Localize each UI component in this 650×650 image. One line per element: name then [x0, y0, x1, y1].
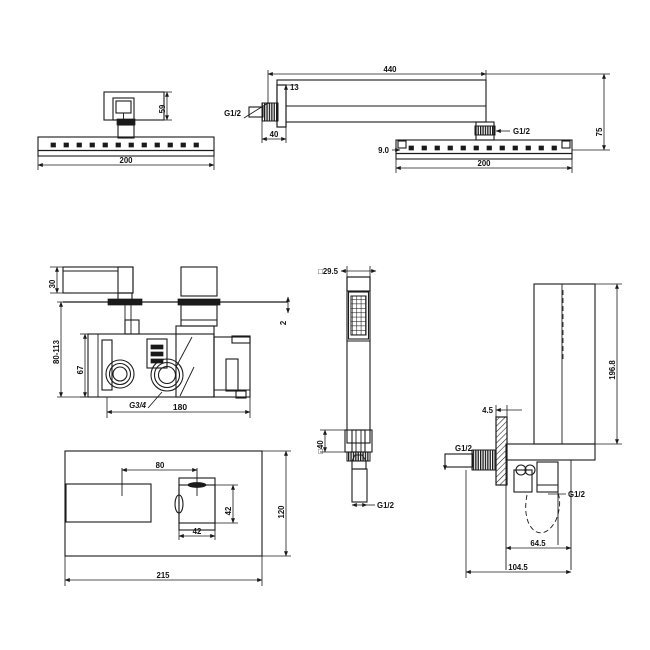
dimension-valve-180: 180	[106, 397, 251, 418]
dim-label-arm-g12-out: G1/2	[513, 127, 531, 136]
dimension-valve-67: 67	[76, 333, 92, 398]
dimension-arm-40: 40	[261, 121, 287, 143]
dimension-outlet-104-5: 104.5	[465, 470, 572, 578]
dimension-arm-g12-out: G1/2	[495, 127, 531, 136]
dimension-head-side-200: 200	[37, 156, 215, 170]
view-handset: □29.5 □40 G1/2	[316, 266, 395, 510]
dim-label-arm-g12-in: G1/2	[224, 109, 242, 118]
dim-label-handset-40: □40	[316, 440, 325, 454]
dim-label-outlet-64-5: 64.5	[530, 539, 546, 548]
dimension-arm-g12-in: G1/2	[224, 102, 269, 119]
dim-label-handset-g12: G1/2	[377, 501, 395, 510]
dimension-outlet-64-5: 64.5	[505, 539, 572, 550]
dimension-valve-g34: G3/4	[129, 391, 163, 410]
dimension-handset-29-5: □29.5	[318, 266, 377, 277]
dimension-plate-215: 215	[64, 556, 263, 586]
dimension-outlet-g12-hose: G1/2	[548, 490, 586, 499]
dimension-outlet-196-8: 196.8	[595, 283, 622, 445]
dim-label-arm-440: 440	[383, 65, 397, 74]
view-shower-head-side: 59 200	[37, 91, 215, 170]
dimension-plate-80: 80	[121, 461, 198, 472]
dim-label-outlet-g12-wall: G1/2	[455, 444, 473, 453]
dim-label-valve-g34: G3/4	[129, 401, 147, 410]
view-mixer-valve: 30 80-113 67 2 G3/4	[48, 266, 290, 418]
dim-label-outlet-196-8: 196.8	[608, 360, 617, 380]
dim-label-arm-head-200: 200	[477, 159, 491, 168]
dim-label-arm-13: 13	[290, 83, 299, 92]
dim-label-valve-67: 67	[76, 366, 85, 375]
dim-label-valve-30: 30	[48, 279, 57, 288]
nozzle-row	[50, 142, 199, 148]
view-face-plate: 80 42 42 120 215	[64, 450, 291, 586]
dim-label-head-200: 200	[119, 156, 133, 165]
dim-label-plate-42-v: 42	[224, 506, 233, 515]
dimension-arm-9: 9.0	[378, 146, 401, 155]
dimension-valve-2: 2	[279, 296, 290, 325]
dim-label-valve-180: 180	[173, 402, 187, 412]
dim-label-arm-40: 40	[270, 130, 279, 139]
dim-label-plate-215: 215	[156, 571, 170, 580]
dim-label-plate-42-h: 42	[193, 527, 202, 536]
dimension-plate-120: 120	[262, 450, 291, 557]
dimension-outlet-4-5: 4.5	[482, 405, 522, 417]
dim-label-valve-80-113: 80-113	[52, 339, 61, 364]
dim-label-outlet-4-5: 4.5	[482, 406, 494, 415]
dimension-handset-g12: G1/2	[351, 501, 395, 510]
dimension-handset-40: □40	[316, 429, 347, 454]
dimension-arm-13: 13	[277, 83, 299, 97]
dim-label-outlet-104-5: 104.5	[508, 563, 528, 572]
dim-label-plate-120: 120	[277, 505, 286, 519]
dimension-arm-440: 440	[267, 65, 487, 122]
dim-label-plate-80: 80	[156, 461, 165, 470]
dimension-head-side-59: 59	[134, 91, 172, 121]
dim-label-arm-75: 75	[595, 127, 604, 136]
dimension-valve-80-113: 80-113	[52, 301, 88, 398]
dimension-valve-30: 30	[48, 266, 70, 294]
view-wall-arm-head: 440 13 40 G1/2 G1/2 75	[224, 65, 610, 173]
view-wall-outlet-holder: 196.8 4.5 G1/2 G1/2 64.5 104.5	[443, 283, 622, 578]
dimension-plate-42-h: 42	[178, 523, 216, 540]
nozzle-row-2	[408, 145, 557, 151]
dim-label-handset-29-5: □29.5	[318, 267, 339, 276]
dimension-outlet-g12-wall: G1/2	[443, 444, 473, 471]
dim-label-head-59: 59	[158, 104, 167, 113]
dimension-arm-75: 75	[486, 73, 610, 151]
dim-label-outlet-g12-hose: G1/2	[568, 490, 586, 499]
dim-label-arm-9: 9.0	[378, 146, 390, 155]
dim-label-valve-2: 2	[279, 320, 288, 325]
dimension-arm-head-200: 200	[395, 159, 573, 173]
dimension-plate-42-v: 42	[215, 484, 238, 524]
